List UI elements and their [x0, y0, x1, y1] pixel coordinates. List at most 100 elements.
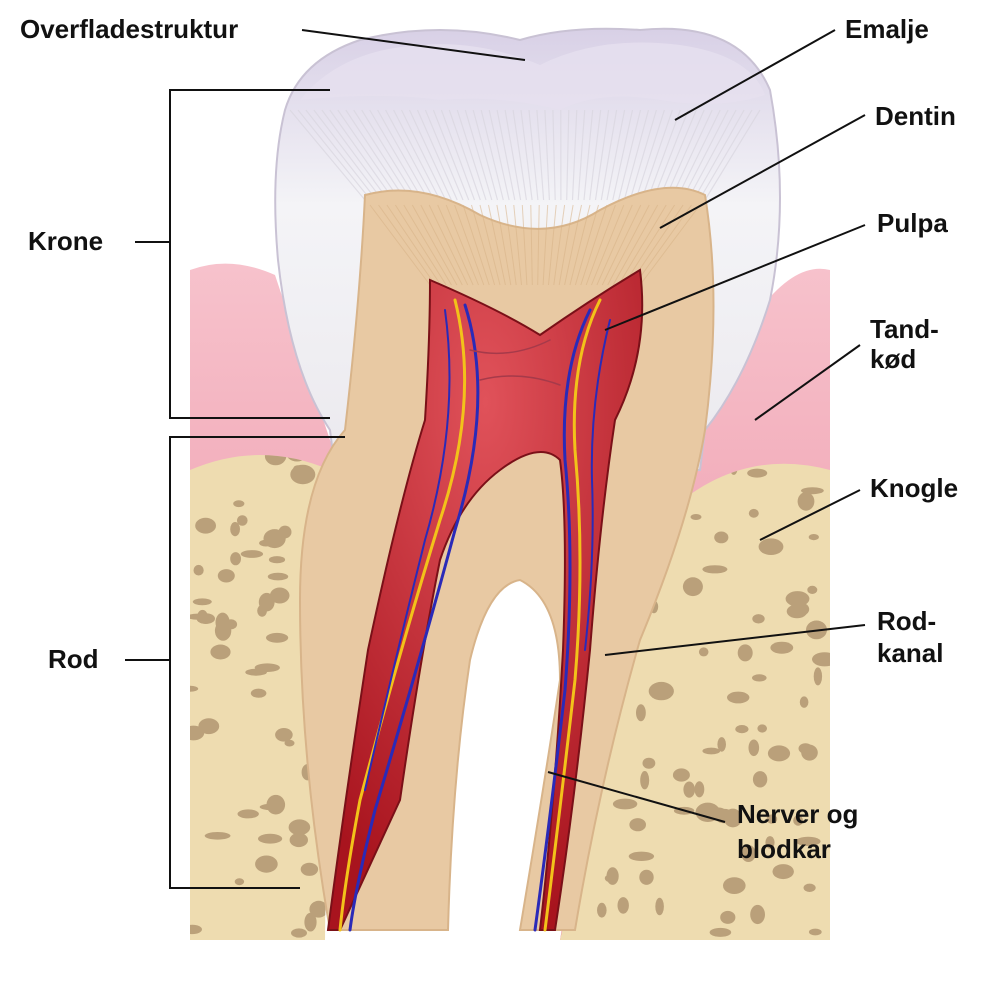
enamel-ray: [329, 109, 395, 201]
bone-pore: [770, 641, 794, 654]
bone-pore: [471, 802, 486, 822]
bone-pore: [471, 918, 496, 930]
enamel-ray: [594, 109, 610, 201]
nerves-and-vessels: [338, 298, 611, 932]
bone-pore: [747, 468, 768, 478]
enamel-ray: [424, 109, 464, 201]
enamel-ray: [687, 109, 737, 201]
enamel-ray: [623, 109, 650, 201]
bone-pore: [237, 809, 259, 819]
enamel-ray: [600, 109, 618, 201]
dentin-ray: [574, 204, 599, 286]
enamel-ray: [321, 109, 389, 201]
bone-pore: [785, 591, 810, 607]
enamel-ray: [369, 109, 424, 201]
bone-pore: [505, 644, 528, 661]
bone-pore: [217, 569, 235, 583]
bone-pore: [793, 815, 803, 826]
enamel-ray: [544, 109, 550, 201]
enamel-ray: [472, 109, 499, 201]
enamel-ray: [393, 109, 441, 201]
bone-pore: [723, 877, 746, 894]
label-enamel: Emalje: [845, 14, 929, 44]
bone-pore: [204, 832, 231, 840]
dentin-ray: [496, 204, 512, 286]
bone-pore: [812, 652, 830, 667]
bone-pore: [765, 836, 775, 849]
leader-bone: [759, 489, 861, 541]
bone-pore: [772, 864, 794, 880]
occlusal-surface: [300, 42, 765, 110]
enamel-ray: [566, 109, 570, 201]
enamel-ray: [658, 109, 697, 201]
bone-pore: [240, 550, 264, 558]
bone-pore: [469, 688, 479, 708]
bone-pore: [483, 926, 508, 934]
bone-pore: [694, 781, 705, 798]
dentin-ray: [634, 204, 692, 286]
enamel-ray: [577, 109, 586, 201]
bone-pore: [750, 904, 765, 925]
enamel-ray: [698, 109, 753, 201]
enamel-ray: [488, 109, 510, 201]
bone-pore: [702, 565, 728, 574]
dentin-ray: [542, 204, 549, 286]
bone-pore: [748, 739, 760, 757]
bone-pore: [486, 842, 505, 862]
bone-pore: [720, 910, 736, 924]
dentin-ray: [596, 204, 633, 286]
dentin-ray: [471, 204, 496, 286]
enamel-ray: [305, 109, 377, 201]
enamel-ray: [520, 109, 533, 201]
label-root: Rod: [48, 644, 99, 674]
dentin-ray: [530, 204, 533, 286]
dentin-ray: [558, 204, 574, 286]
bone-pore: [234, 878, 245, 886]
dentin-ray: [607, 204, 650, 286]
bone-pore: [309, 900, 329, 918]
bone-pore: [717, 737, 726, 752]
leader-surface: [301, 29, 526, 61]
dentin-ray: [488, 204, 506, 286]
bone-pore: [672, 768, 690, 782]
dentin-ray: [553, 204, 566, 286]
dentin-ray: [394, 204, 447, 286]
dentin-ray: [445, 204, 479, 286]
dentin-ray: [601, 204, 642, 286]
bone-pore: [795, 836, 821, 847]
bone-pore: [462, 854, 479, 867]
bone-pore: [474, 901, 495, 909]
bone-pore: [808, 534, 819, 541]
bone-pore: [757, 724, 767, 733]
label-surface: Overfladestruktur: [20, 14, 238, 44]
dentin-ray: [513, 204, 522, 286]
enamel-ray: [416, 109, 458, 201]
bone-pore: [264, 455, 287, 466]
enamel-ray: [289, 109, 366, 201]
bone-pore: [487, 795, 501, 816]
label-pulp: Pulpa: [877, 208, 948, 238]
enamel-ray: [646, 109, 681, 201]
bone-pore: [469, 869, 486, 877]
bone-pore: [289, 832, 308, 848]
bone-pore: [195, 517, 217, 534]
bone-pore: [494, 641, 511, 661]
label-gum-line2: kød: [870, 344, 916, 374]
bone-pore: [541, 722, 552, 734]
bone-pore: [255, 855, 278, 873]
bone-pore: [193, 564, 204, 576]
bone-pore: [741, 845, 756, 862]
bone-pore: [230, 522, 241, 537]
enamel-ray: [353, 109, 412, 201]
bone-pore: [472, 871, 492, 884]
enamel-ray: [536, 109, 545, 201]
dentin-ray: [378, 204, 436, 286]
bone-pore: [629, 818, 646, 832]
bone-pore: [469, 710, 478, 728]
enamel-ray: [377, 109, 429, 201]
bone-pore: [801, 744, 818, 761]
bone-pore: [797, 492, 815, 511]
bone-pore: [497, 785, 520, 804]
dentin-ray: [420, 204, 463, 286]
bone-pore: [482, 662, 498, 670]
